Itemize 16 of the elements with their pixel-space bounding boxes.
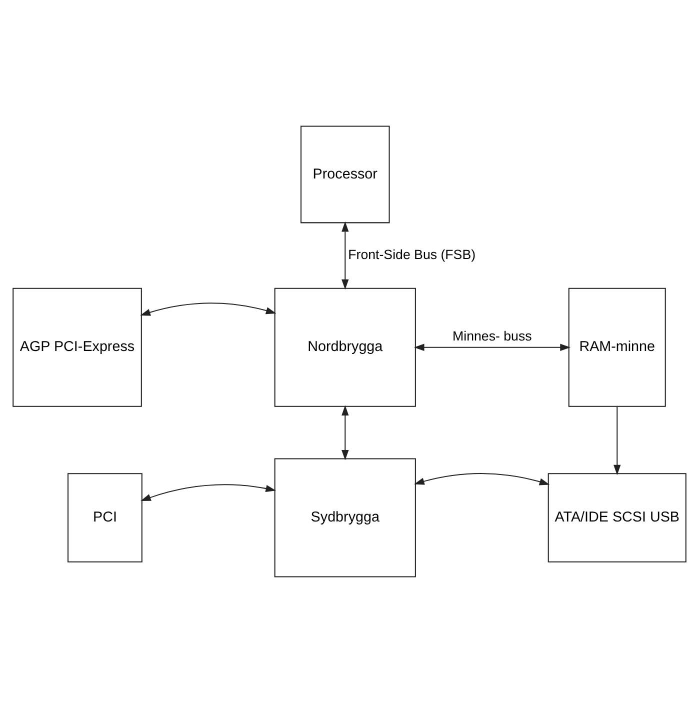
node-box: Processor (300, 125, 390, 223)
node-box: Nordbrygga (274, 287, 416, 406)
arrow (140, 484, 276, 501)
arrow (413, 343, 570, 350)
edge-label: Front-Side Bus (FSB) (348, 246, 476, 262)
edge-label: Minnes- buss (452, 328, 532, 344)
node-box: AGP PCI-Express (12, 287, 142, 406)
node-box: Sydbrygga (274, 458, 416, 577)
node-box: RAM-minne (568, 287, 666, 406)
arrow (341, 404, 348, 460)
arrow (341, 221, 348, 290)
arrow (140, 302, 276, 316)
arrow (414, 472, 550, 485)
node-box: ATA/IDE SCSI USB (547, 472, 686, 562)
arrow (613, 406, 620, 475)
node-box: PCI (67, 472, 142, 562)
